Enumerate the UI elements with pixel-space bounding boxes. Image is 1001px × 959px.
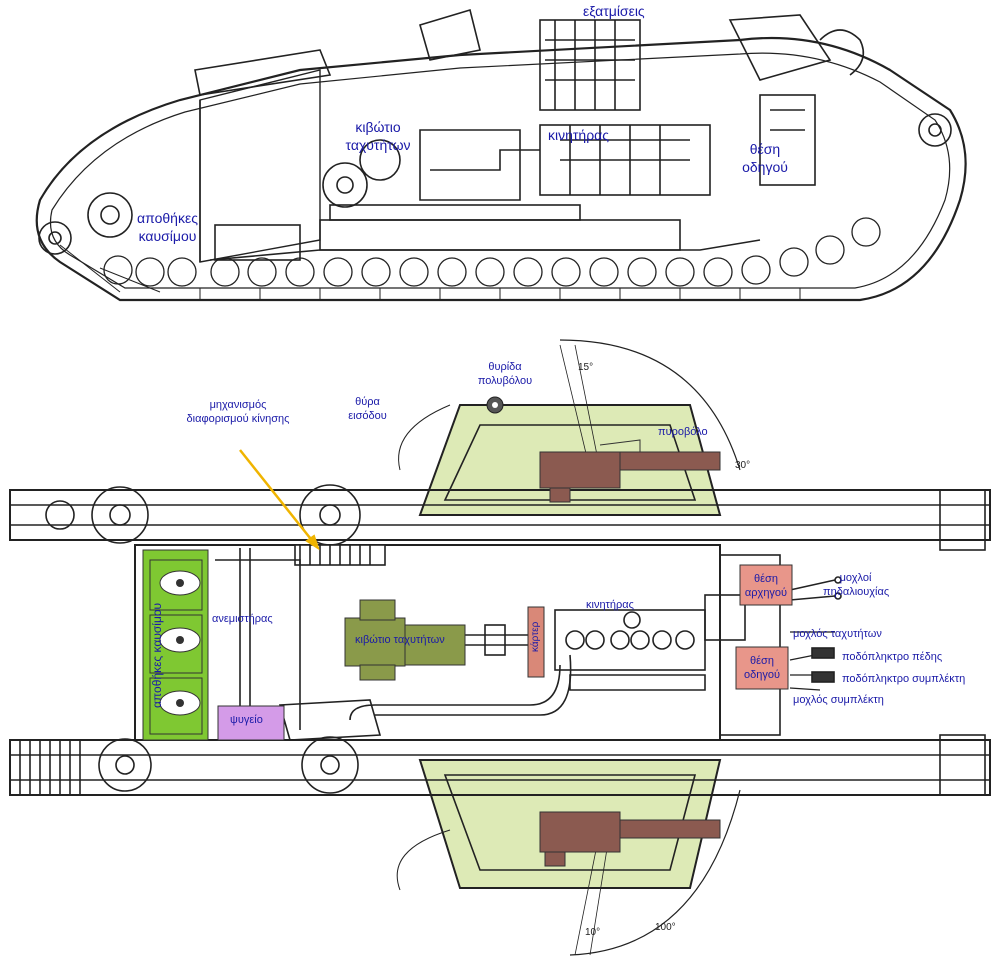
label-driver-top: θέση οδηγού: [742, 141, 788, 175]
angle-bottom-1: 10°: [585, 927, 600, 938]
label-gearbox-top: κιβώτιο ταχυτήτων: [345, 119, 411, 153]
gearbox: [344, 599, 466, 681]
driver-station: [735, 646, 789, 690]
angle-top-1: 15°: [578, 362, 593, 373]
angle-top-2: 30°: [735, 460, 750, 471]
label-clutch-pedal: ποδόπληκτρο συμπλέκτη: [842, 673, 966, 685]
commander-station: [739, 564, 793, 606]
label-fuel-top: αποθήκες καυσίμου: [137, 210, 198, 244]
road-wheels: [103, 217, 881, 287]
label-gear-lever: μοχλός ταχυτήτων: [793, 628, 882, 640]
crankcase-block: [527, 606, 545, 678]
label-entry-door: θύρα εισόδου: [348, 396, 387, 422]
bottom-gun: [539, 811, 721, 867]
label-exhausts: εξατμίσεις: [583, 3, 645, 19]
angle-bottom-2: 100°: [655, 922, 676, 933]
differential-pointer-arrow: [239, 449, 319, 549]
label-crankcase: κάρτερ: [530, 621, 541, 652]
radiator-block: [217, 705, 285, 741]
label-clutch-lever: μοχλός συμπλέκτη: [793, 694, 884, 706]
label-mg-hatch: θυρίδα πολυβόλου: [477, 361, 533, 387]
label-fuel-plan: αποθήκες καυσίμου: [150, 602, 164, 708]
fuel-tanks: [142, 549, 209, 741]
label-engine-plan: κινητήρας: [586, 599, 634, 611]
label-fan: ανεμιστήρας: [212, 613, 273, 625]
label-brake-pedal: ποδόπληκτρο πέδης: [842, 651, 943, 663]
label-gun: πυροβόλο: [658, 426, 708, 438]
label-radiator: ψυγείο: [230, 714, 263, 726]
label-steering-levers: μοχλοί πηδαλιουχίας: [823, 572, 890, 598]
label-gearbox-plan: κιβώτιο ταχυτήτων: [355, 634, 445, 646]
label-driver-plan: θέση οδηγού: [744, 655, 780, 681]
label-differential: μηχανισμός διαφορισμού κίνησης: [186, 399, 290, 425]
label-commander: θέση αρχηγού: [744, 573, 788, 599]
top-gun: [539, 439, 721, 503]
track-outline: [35, 36, 967, 302]
engine-cylinders: [554, 609, 706, 671]
side-elevation: [35, 8, 967, 302]
label-engine-top: κινητήρας: [548, 127, 610, 143]
